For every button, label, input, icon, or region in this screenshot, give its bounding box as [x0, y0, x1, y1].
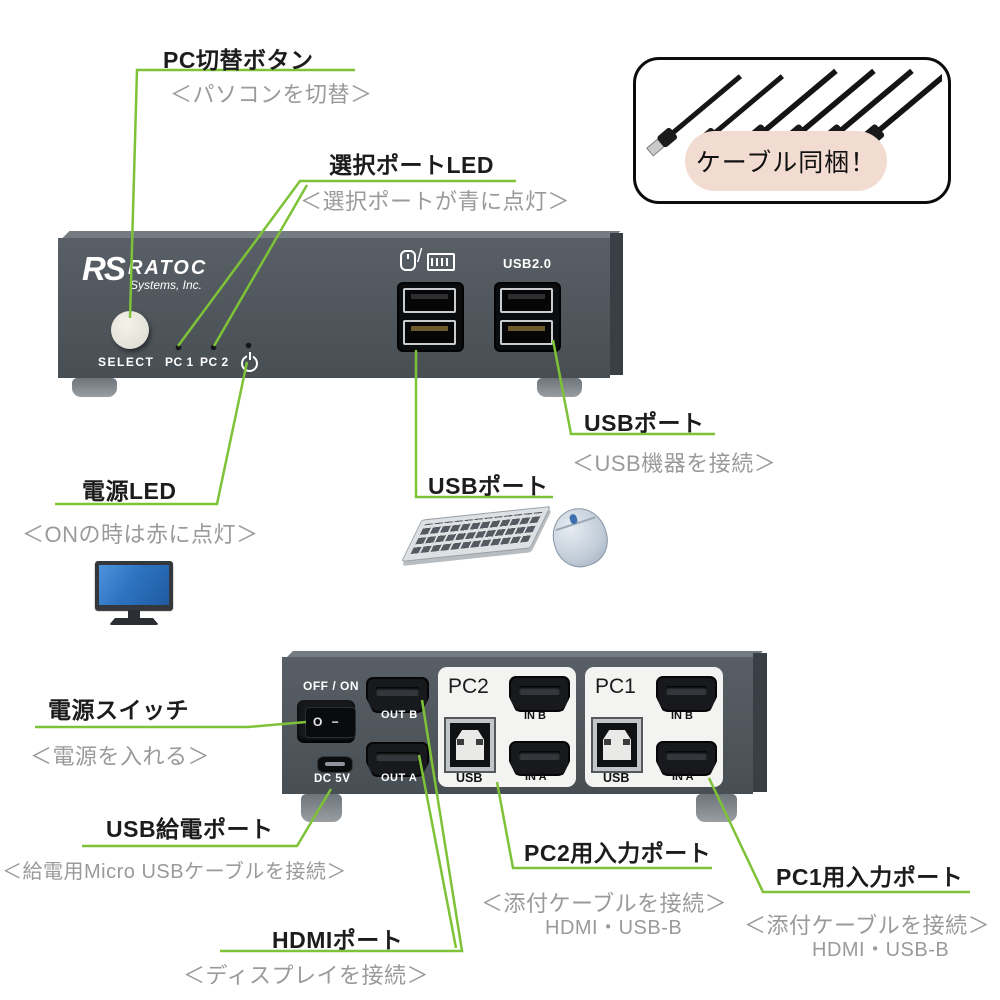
usb-front-right-title: USBポート: [584, 410, 705, 436]
power-led-note: ＜ONの時は赤に点灯＞: [22, 522, 259, 547]
micro-usb-port: [317, 756, 353, 773]
keyboard-image: [401, 506, 551, 562]
select-button-label: SELECT: [98, 355, 155, 369]
pc1-input-note: ＜添付ケーブルを接続＞: [744, 913, 991, 938]
keyboard-icon: [427, 253, 455, 271]
power-icon: [241, 352, 258, 372]
pc2-in-b-label: IN B: [524, 710, 546, 722]
pc1-led-label: PC 1: [165, 355, 194, 369]
pc2-usb-b-port: [446, 719, 494, 771]
pc1-input-note2: HDMI・USB-B: [812, 939, 950, 961]
usb-power-note: ＜給電用Micro USBケーブルを接続＞: [2, 861, 347, 883]
power-switch-title: 電源スイッチ: [48, 697, 189, 723]
front-device-side-face: [610, 233, 623, 375]
mouse-image: [545, 501, 615, 574]
pc1-input-title: PC1用入力ポート: [776, 864, 964, 890]
dc5v-label: DC 5V: [314, 773, 351, 785]
pc2-usb-label: USB: [456, 771, 483, 785]
pc2-in-b-port: [509, 676, 570, 712]
front-usb-ports-hub: [494, 282, 561, 352]
hdmi-out-b-port: [366, 677, 429, 713]
out-a-label: OUT A: [381, 772, 418, 784]
off-on-label: OFF / ON: [303, 679, 359, 693]
front-device-foot-right: [537, 378, 582, 397]
rear-device-side-face: [753, 653, 767, 792]
pc1-in-b-port: [656, 676, 717, 712]
usb-front-right-note: ＜USB機器を接続＞: [572, 451, 777, 476]
pc1-usb-label: USB: [603, 771, 630, 785]
cable-included-badge: ケーブル同梱！: [685, 131, 887, 191]
pc1-usb-b-port: [593, 719, 641, 771]
power-led: [246, 343, 251, 348]
ratoc-logo-text: RATOC: [128, 257, 208, 279]
pc2-group-label: PC2: [448, 675, 489, 698]
front-device-foot-left: [72, 378, 117, 397]
pc2-led: [211, 345, 216, 350]
pc1-in-a-port: [656, 741, 717, 776]
hdmi-out-title: HDMIポート: [272, 927, 404, 953]
pc1-group-label: PC1: [595, 675, 636, 698]
out-b-label: OUT B: [381, 709, 418, 721]
slash-divider: /: [417, 246, 423, 267]
rear-device-foot-right: [696, 794, 737, 822]
pc2-input-note: ＜添付ケーブルを接続＞: [481, 891, 728, 916]
pc2-input-note2: HDMI・USB-B: [545, 917, 683, 939]
usb-power-title: USB給電ポート: [106, 816, 274, 842]
front-device-face: RS RATOC Systems, Inc. SELECT PC 1 PC 2 …: [58, 238, 610, 378]
pc1-in-b-label: IN B: [671, 710, 693, 722]
usb-front-left-title: USBポート: [428, 473, 549, 499]
pc1-in-a-label: IN A: [672, 771, 694, 783]
power-led-title: 電源LED: [82, 478, 177, 504]
monitor-image: [95, 561, 173, 625]
pc2-input-title: PC2用入力ポート: [524, 840, 712, 866]
front-usb-ports-kvm: [397, 282, 464, 352]
pc2-in-a-label: IN A: [525, 771, 547, 783]
cable-bundle-box: ケーブル同梱！: [633, 57, 952, 204]
rocker-markings: O −: [305, 707, 356, 738]
power-switch-note: ＜電源を入れる＞: [30, 744, 211, 769]
ratoc-logo-mark: RS: [82, 250, 126, 287]
pc2-led-label: PC 2: [200, 355, 229, 369]
pc1-port-group: PC1 IN B USB IN A: [585, 667, 723, 787]
select-led-title: 選択ポートLED: [329, 152, 494, 178]
power-rocker-switch: O −: [297, 700, 356, 743]
front-device-top-face: [62, 231, 621, 238]
ratoc-logo-subtext: Systems, Inc.: [130, 278, 203, 292]
select-led-note: ＜選択ポートが青に点灯＞: [300, 189, 571, 214]
pc2-port-group: PC2 IN B USB IN A: [438, 667, 576, 787]
pc-switch-title: PC切替ボタン: [163, 47, 314, 73]
mouse-icon: [400, 250, 416, 271]
select-button: [111, 311, 149, 349]
usb20-label: USB2.0: [503, 256, 552, 271]
pc1-led: [176, 345, 181, 350]
hdmi-out-note: ＜ディスプレイを接続＞: [183, 963, 429, 988]
rear-device-face: OFF / ON O − DC 5V OUT B OUT A PC2 IN B …: [282, 657, 753, 794]
rear-device-foot-left: [301, 794, 342, 822]
pc-switch-note: ＜パソコンを切替＞: [170, 82, 373, 107]
pc2-in-a-port: [509, 741, 570, 776]
